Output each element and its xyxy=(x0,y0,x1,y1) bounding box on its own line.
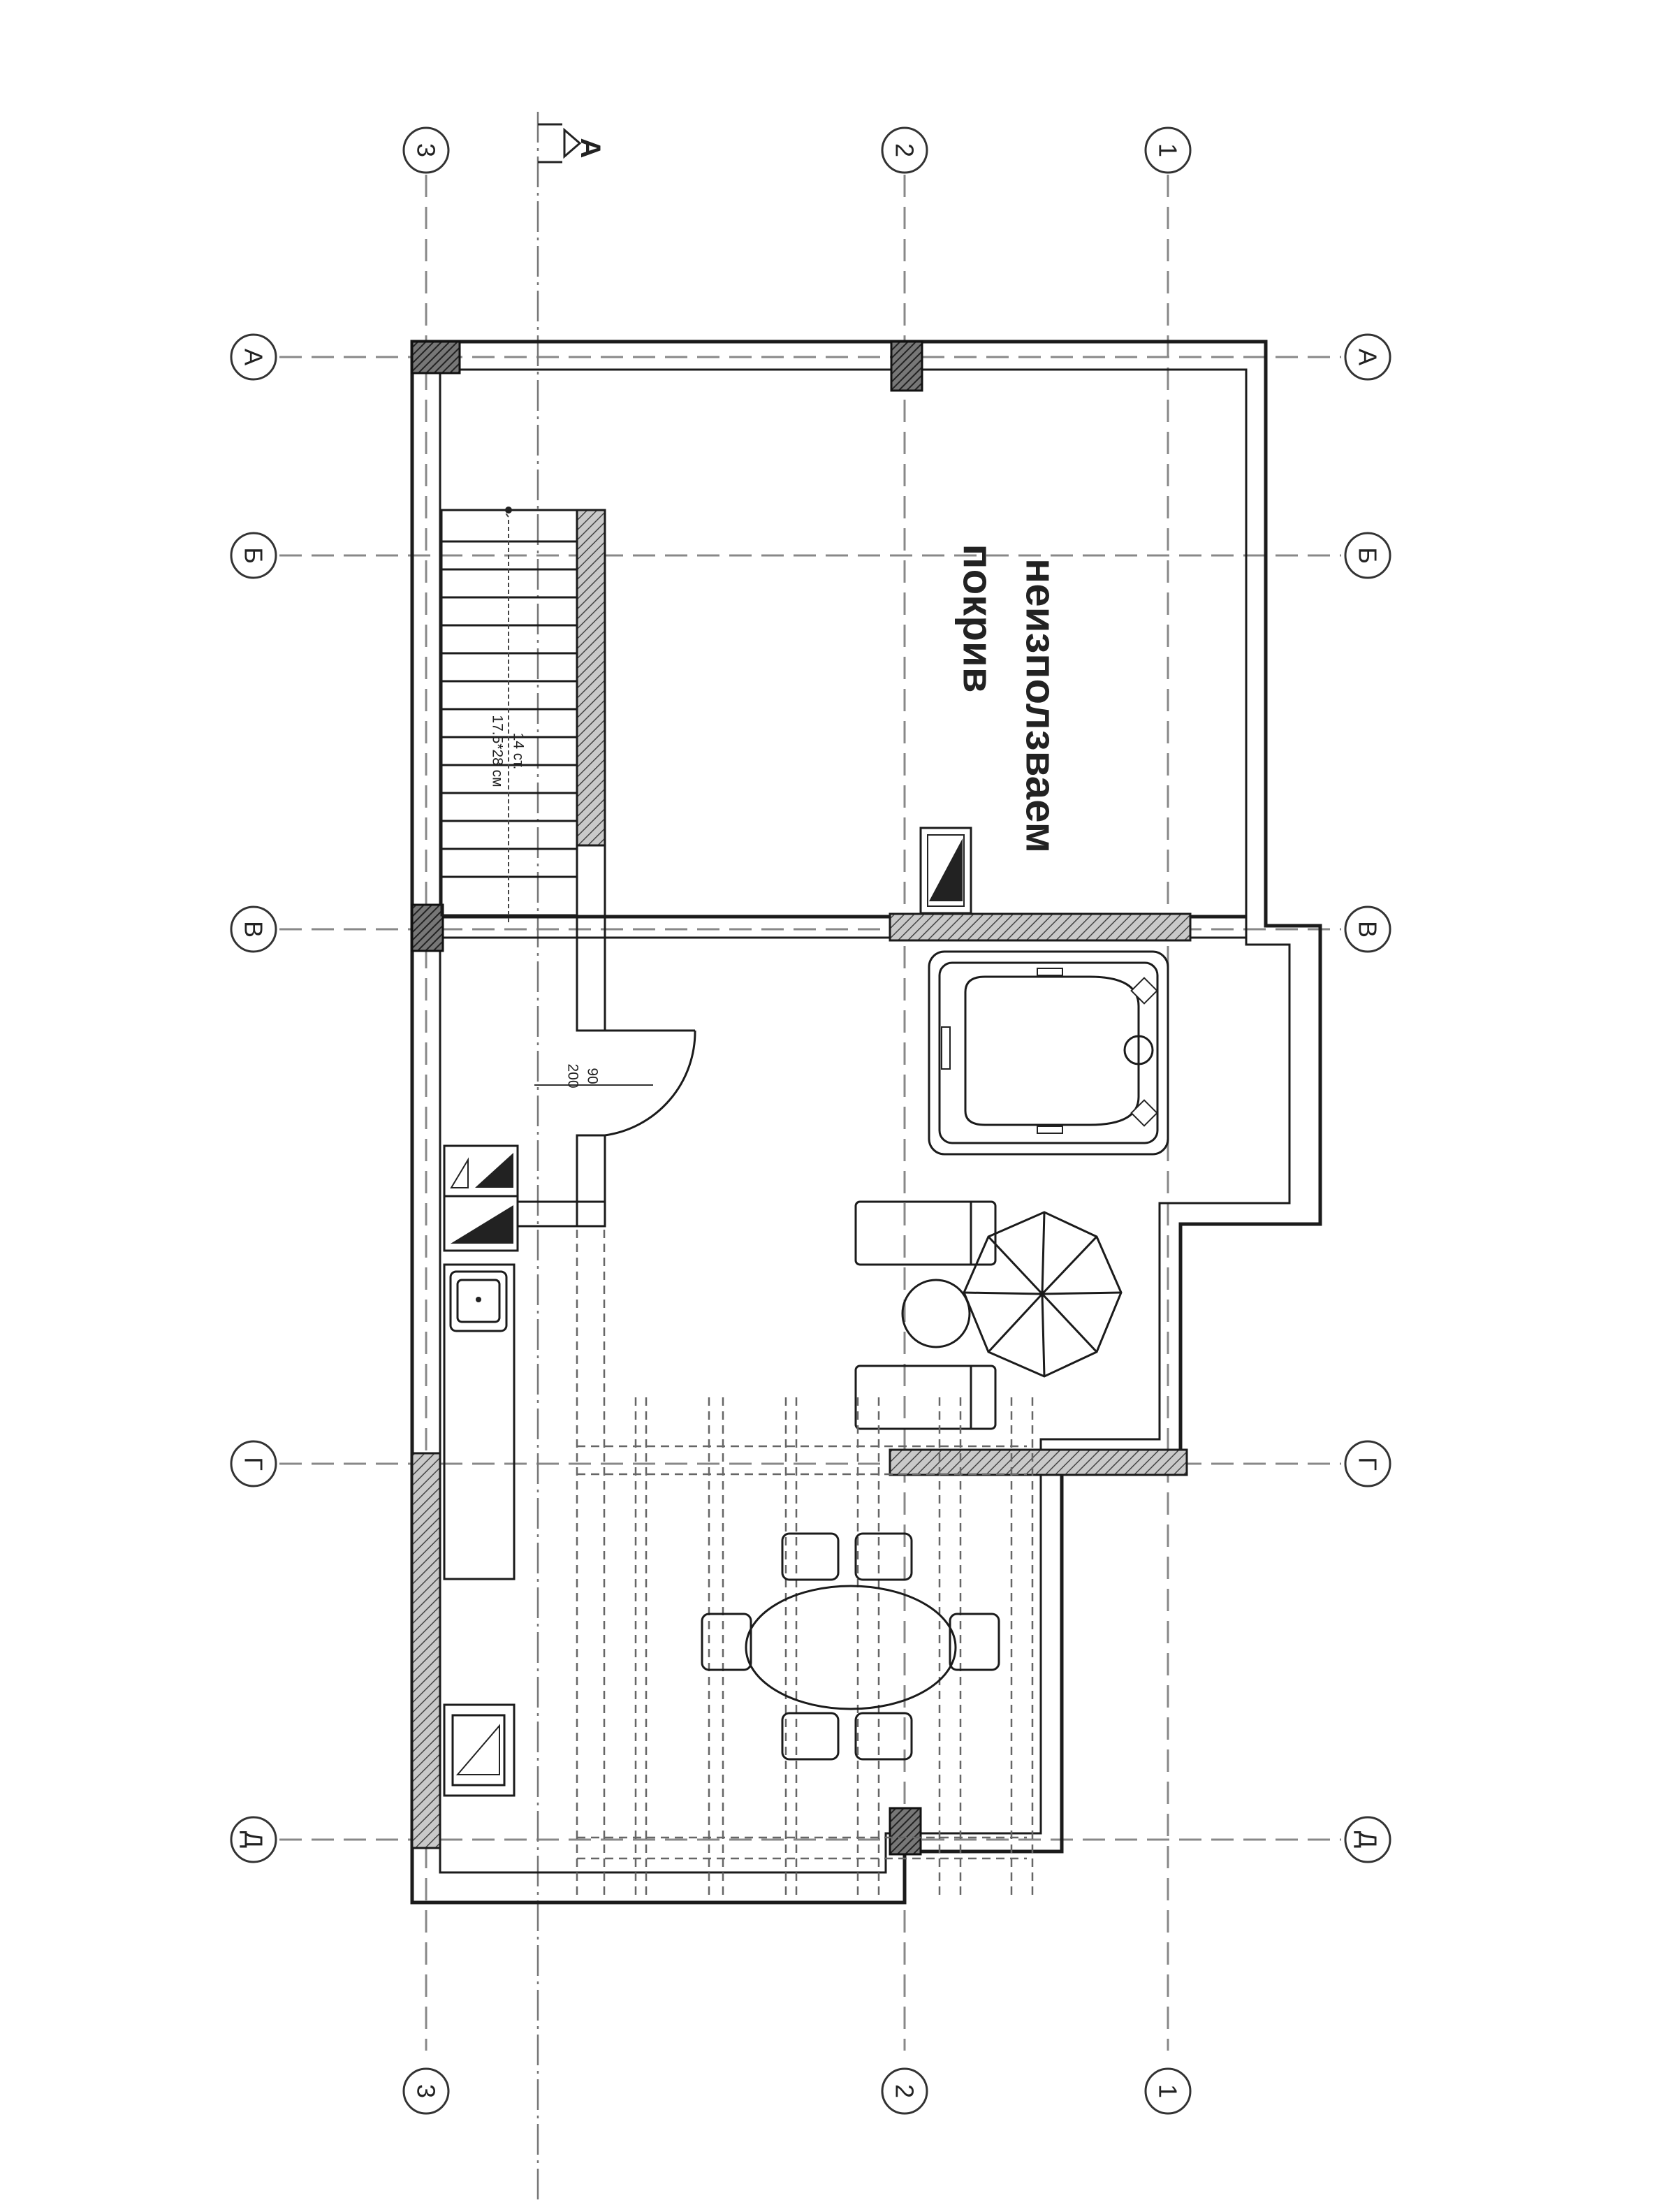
svg-text:В: В xyxy=(240,921,268,938)
svg-text:В: В xyxy=(1354,921,1382,938)
jacuzzi xyxy=(928,950,1169,1156)
sun-loungers xyxy=(854,1200,997,1430)
door-width-label: 90 xyxy=(585,1068,601,1084)
inner-wall-line xyxy=(439,368,1291,1874)
roof-label-line-1: неизползваем xyxy=(1018,558,1065,853)
svg-text:Б: Б xyxy=(1354,547,1382,564)
column-2-d xyxy=(889,1807,922,1856)
svg-text:Б: Б xyxy=(240,547,268,564)
svg-text:1: 1 xyxy=(1154,2084,1183,2098)
section-mark-label: А xyxy=(575,138,606,159)
grid-bubble-2-top: 2 xyxy=(881,126,928,174)
roof-label: неизползваем покрив xyxy=(955,544,1065,853)
outer-wall xyxy=(410,340,1322,1905)
kitchen xyxy=(443,1144,519,1797)
door: 90 200 xyxy=(534,1029,696,1137)
grid-bubble-v-right: В xyxy=(1344,905,1391,953)
section-mark: А xyxy=(538,123,606,163)
grid-bubble-3-bottom: 3 xyxy=(402,2067,450,2115)
grid-bubble-2-bottom: 2 xyxy=(881,2067,928,2115)
column-2-a xyxy=(890,340,923,392)
svg-text:3: 3 xyxy=(412,2084,441,2098)
grid-bubble-3-top: 3 xyxy=(402,126,450,174)
door-height-label: 200 xyxy=(565,1063,581,1088)
column-3-a xyxy=(411,340,461,374)
svg-text:Д: Д xyxy=(1354,1831,1382,1848)
grid-bubble-1-top: 1 xyxy=(1144,126,1192,174)
stair-start-dot xyxy=(505,507,512,514)
column-3-v xyxy=(411,903,444,952)
dining-table xyxy=(701,1532,1000,1761)
stair-wall xyxy=(576,509,606,847)
svg-text:1: 1 xyxy=(1154,143,1183,157)
svg-text:А: А xyxy=(1354,349,1382,365)
columns xyxy=(411,340,923,1856)
grid-bubble-1-bottom: 1 xyxy=(1144,2067,1192,2115)
grid-bubble-v-left: В xyxy=(230,905,277,953)
walls xyxy=(410,340,1322,1905)
grid-bubble-b-right: Б xyxy=(1344,532,1391,579)
stair: 14 ст. 17.5*28 см xyxy=(440,507,578,922)
wall-segment-v-right xyxy=(889,912,1192,942)
svg-text:3: 3 xyxy=(412,143,441,157)
wall-segment-g xyxy=(889,1448,1188,1476)
grid-lines xyxy=(279,112,1341,2201)
svg-text:Г: Г xyxy=(1354,1457,1382,1471)
stair-size-label: 17.5*28 см xyxy=(490,715,506,787)
svg-text:2: 2 xyxy=(891,143,919,157)
pergola xyxy=(576,1230,1034,1900)
svg-text:Д: Д xyxy=(240,1831,268,1848)
grid-bubble-d-left: Д xyxy=(230,1816,277,1863)
svg-text:Г: Г xyxy=(240,1457,268,1471)
sink-icon xyxy=(449,1270,508,1332)
wall-segment-left-bottom xyxy=(411,1452,441,1849)
svg-text:2: 2 xyxy=(891,2084,919,2098)
grid-bubble-a-left: А xyxy=(230,333,277,381)
stair-steps-label: 14 ст. xyxy=(511,733,527,770)
roof-hatch xyxy=(919,827,972,915)
svg-text:А: А xyxy=(240,349,268,365)
grid-bubble-a-right: А xyxy=(1344,333,1391,381)
umbrella-icon xyxy=(963,1211,1123,1378)
grid-bubble-d-right: Д xyxy=(1344,1816,1391,1863)
grid-bubble-g-left: Г xyxy=(230,1440,277,1487)
grid-bubbles: 3 2 1 3 2 1 А Б xyxy=(230,126,1391,2115)
grid-bubble-g-right: Г xyxy=(1344,1440,1391,1487)
roof-label-line-2: покрив xyxy=(955,544,1002,692)
grid-bubble-b-left: Б xyxy=(230,532,277,579)
